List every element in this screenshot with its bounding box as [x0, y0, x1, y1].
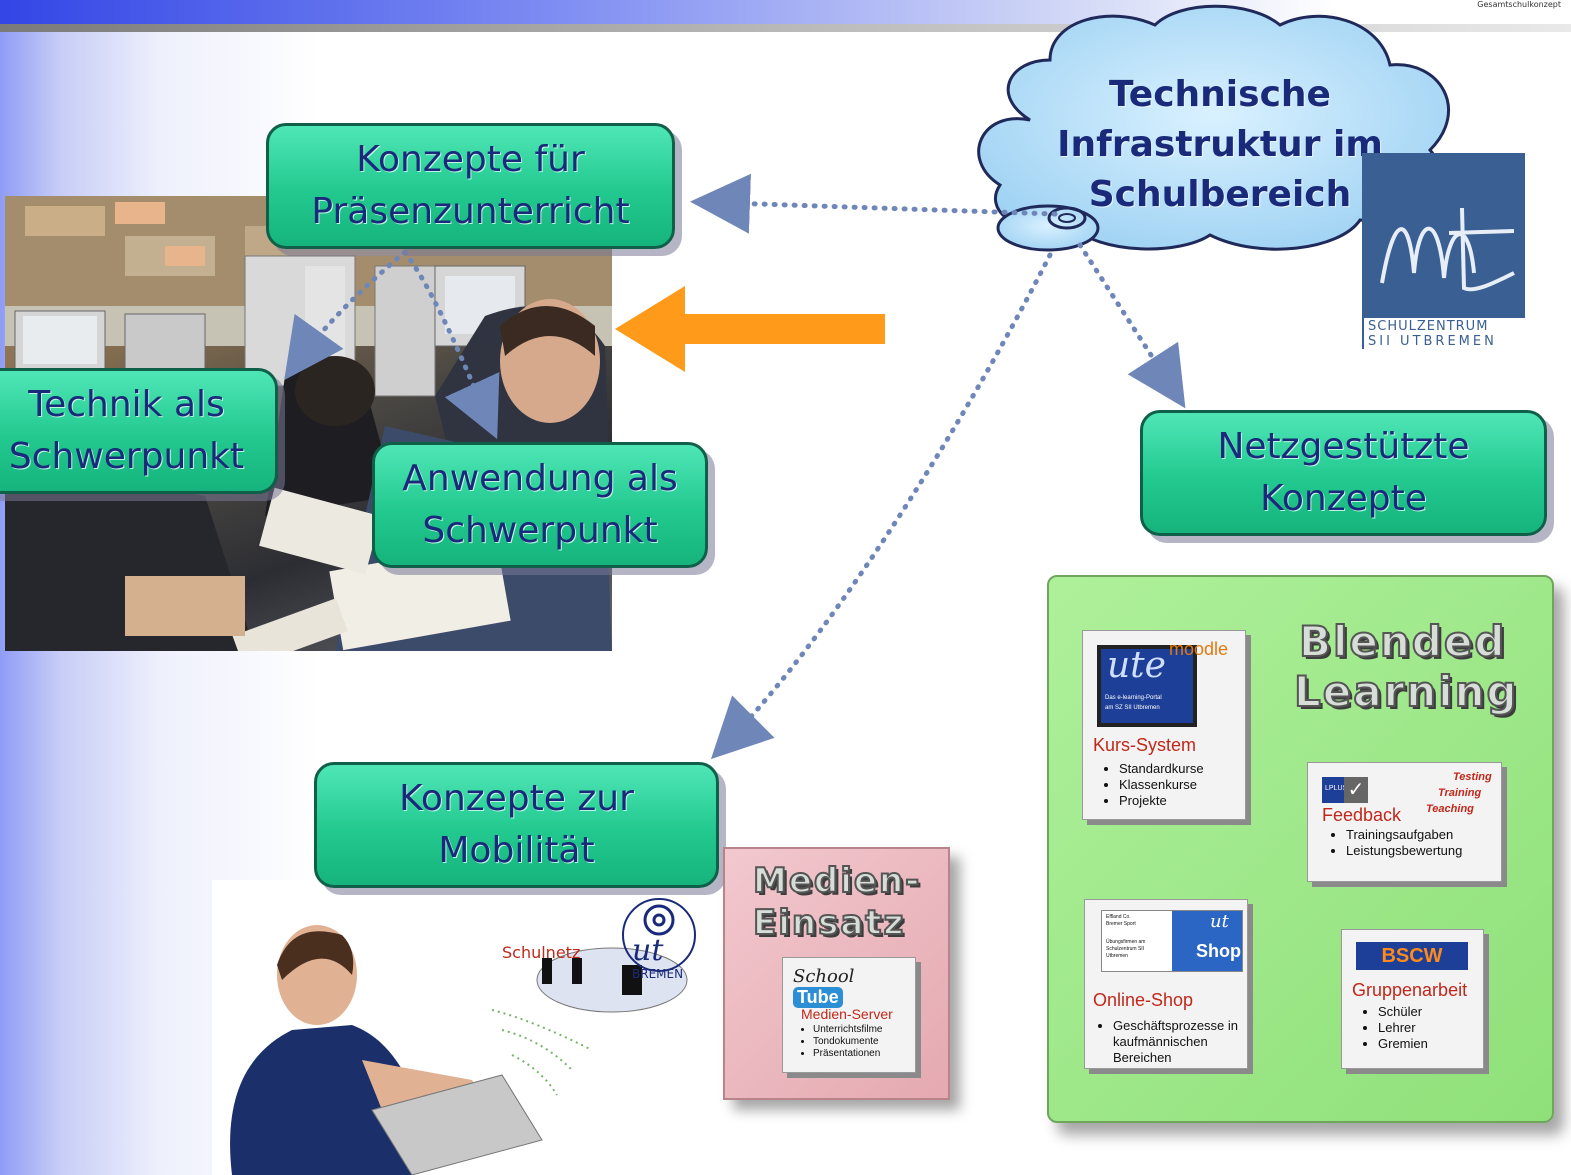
- medien-server-list: Unterrichtsfilme Tondokumente Präsentati…: [797, 1024, 882, 1060]
- school-logo: SCHULZENTRUM SII UTBREMEN: [1362, 153, 1527, 349]
- monitor-icon: ute Das e-learning-Portal am SZ SII Utbr…: [1097, 645, 1197, 727]
- medien-title-line2: Einsatz: [752, 902, 906, 944]
- box-anwendung-schwerpunkt[interactable]: Anwendung als Schwerpunkt: [372, 442, 708, 568]
- corner-caption: Gesamtschulkonzept: [1477, 0, 1561, 9]
- list-item: Standardkurse: [1119, 761, 1204, 777]
- bscw-logo: BSCW: [1356, 942, 1468, 970]
- feedback-card[interactable]: LPLUS ✓ Testing Training Teaching Feedba…: [1307, 762, 1502, 882]
- blended-learning-panel: Blended Learning ute Das e-learning-Port…: [1047, 575, 1554, 1123]
- online-shop-list: Geschäftsprozesse in kaufmännischen Bere…: [1097, 1018, 1245, 1066]
- list-item: Leistungsbewertung: [1346, 843, 1462, 859]
- kurs-system-card[interactable]: ute Das e-learning-Portal am SZ SII Utbr…: [1082, 630, 1246, 820]
- shop-screenshot: Effland Co. Bremer Sport Übungsfirmen am…: [1101, 910, 1243, 972]
- gruppenarbeit-list: Schüler Lehrer Gremien: [1362, 1004, 1428, 1052]
- list-item: Schüler: [1378, 1004, 1428, 1020]
- mini-logo-city: BREMEN: [632, 967, 683, 981]
- mini-logo-mark: ut: [632, 933, 664, 968]
- list-item: Geschäftsprozesse in kaufmännischen Bere…: [1113, 1018, 1245, 1066]
- list-item: Lehrer: [1378, 1020, 1428, 1036]
- moodle-logo: moodle: [1169, 639, 1229, 659]
- box-praesenzunterricht[interactable]: Konzepte für Präsenzunterricht: [266, 123, 675, 249]
- checkmark-icon: ✓: [1344, 777, 1368, 803]
- list-item: Klassenkurse: [1119, 777, 1204, 793]
- logo-line1: SCHULZENTRUM: [1368, 319, 1488, 334]
- schooltube-logo: School Tube: [793, 966, 855, 1008]
- box-netzgestuetzte-konzepte[interactable]: Netzgestützte Konzepte: [1140, 410, 1547, 536]
- training-label: Training: [1438, 787, 1482, 799]
- box-anwendung-line1: Anwendung als: [402, 458, 678, 499]
- title-underline: [0, 24, 1571, 32]
- medien-server-title: Medien-Server: [801, 1006, 893, 1022]
- blended-title-line1: Blended: [1298, 616, 1507, 667]
- gruppenarbeit-title: Gruppenarbeit: [1352, 980, 1468, 1000]
- testing-label: Testing: [1453, 771, 1492, 783]
- cloud-title: Technische Infrastruktur im Schulbereich: [1057, 74, 1383, 215]
- box-technik-schwerpunkt[interactable]: Technik als Schwerpunkt: [0, 368, 278, 494]
- logo-line2: SII UTBREMEN: [1368, 334, 1497, 349]
- box-praesenz-line1: Konzepte für: [356, 139, 585, 180]
- medien-server-card[interactable]: School Tube Medien-Server Unterrichtsfil…: [782, 957, 916, 1073]
- mobile-learning-photo: Schulnetz ut BREMEN: [212, 880, 712, 1175]
- box-netz-line1: Netzgestützte: [1217, 426, 1470, 467]
- box-mobilitaet[interactable]: Konzepte zur Mobilität: [314, 762, 719, 888]
- box-mobil-line2: Mobilität: [438, 830, 595, 871]
- box-technik-line1: Technik als: [28, 384, 225, 425]
- orange-arrow-icon: [615, 286, 885, 372]
- network-label: Schulnetz: [502, 943, 580, 962]
- feedback-list: Trainingsaufgaben Leistungsbewertung: [1330, 827, 1462, 859]
- list-item: Projekte: [1119, 793, 1204, 809]
- box-technik-line2: Schwerpunkt: [8, 436, 245, 477]
- cloud-icon: [977, 4, 1450, 252]
- teaching-label: Teaching: [1426, 803, 1474, 815]
- online-shop-card[interactable]: Effland Co. Bremer Sport Übungsfirmen am…: [1084, 899, 1248, 1069]
- box-anwendung-line2: Schwerpunkt: [422, 510, 658, 551]
- list-item: Unterrichtsfilme: [813, 1024, 882, 1036]
- kurs-system-list: Standardkurse Klassenkurse Projekte: [1103, 761, 1204, 809]
- kurs-system-title: Kurs-System: [1093, 735, 1197, 755]
- list-item: Tondokumente: [813, 1036, 882, 1048]
- box-netz-line2: Konzepte: [1260, 478, 1427, 519]
- online-shop-title: Online-Shop: [1093, 990, 1194, 1010]
- list-item: Gremien: [1378, 1036, 1428, 1052]
- blended-title-line2: Learning: [1293, 666, 1519, 717]
- gruppenarbeit-card[interactable]: BSCW Gruppenarbeit Schüler Lehrer Gremie…: [1341, 929, 1484, 1069]
- feedback-title: Feedback: [1322, 805, 1402, 825]
- box-praesenz-line2: Präsenzunterricht: [311, 191, 630, 232]
- box-mobil-line1: Konzepte zur: [399, 778, 634, 819]
- list-item: Trainingsaufgaben: [1346, 827, 1462, 843]
- list-item: Präsentationen: [813, 1048, 882, 1060]
- medien-title-line1: Medien-: [752, 860, 922, 902]
- medien-panel: Medien- Einsatz School Tube Medien-Serve…: [723, 847, 950, 1100]
